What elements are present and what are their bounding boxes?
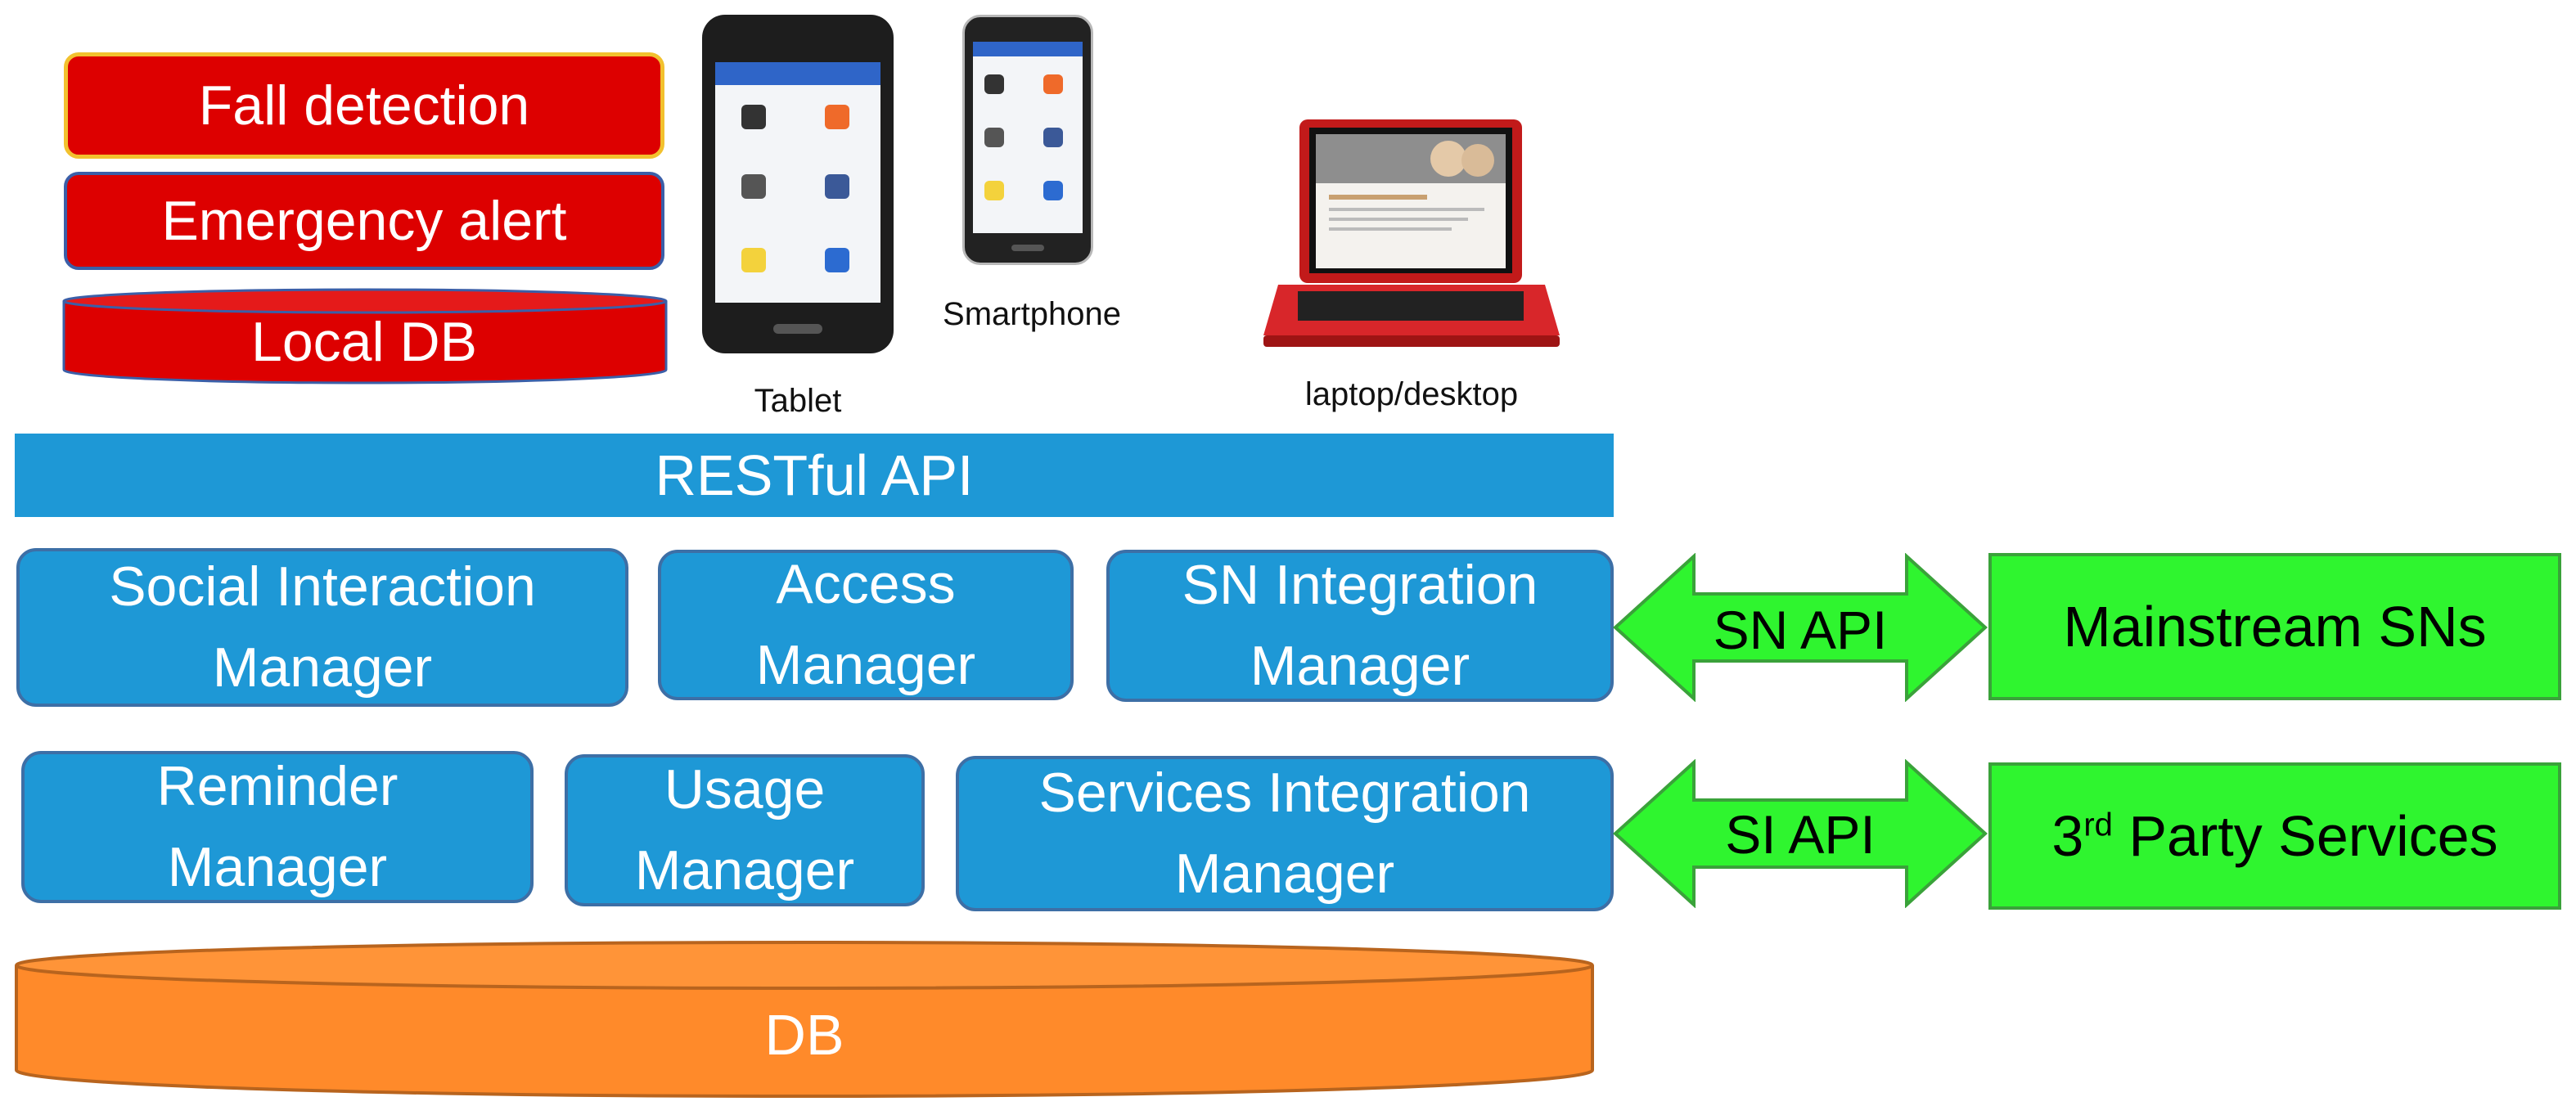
third-party-services-box: 3rd Party Services	[1988, 762, 2561, 910]
reminder-manager-label: Reminder Manager	[156, 755, 399, 898]
third-party-rest: Party Services	[2112, 804, 2498, 868]
restful-api-label: RESTful API	[655, 443, 974, 507]
sn-api-label: SN API	[1713, 600, 1888, 660]
fall-detection-box: Fall detection	[64, 52, 664, 159]
tablet-device-image	[702, 15, 894, 353]
local-db-label: Local DB	[251, 311, 477, 373]
db-cylinder	[15, 941, 1594, 1098]
laptop-label-text: laptop/desktop	[1304, 375, 1519, 412]
emergency-alert-label: Emergency alert	[161, 190, 567, 252]
third-party-prefix: 3	[2051, 804, 2084, 868]
tablet-label: Tablet	[712, 378, 884, 424]
si-api-double-arrow	[1613, 759, 1988, 908]
restful-api-bar: RESTful API	[15, 434, 1614, 517]
smartphone-label: Smartphone	[913, 291, 1151, 337]
tablet-label-text: Tablet	[754, 382, 842, 419]
social-interaction-manager-label: Social Interaction Manager	[109, 555, 536, 699]
local-db-cylinder	[62, 288, 668, 384]
fall-detection-label: Fall detection	[198, 74, 530, 137]
si-api-label: SI API	[1725, 804, 1876, 865]
sn-integration-manager-box: SN Integration Manager	[1106, 550, 1614, 702]
mainstream-sns-box: Mainstream SNs	[1988, 553, 2561, 700]
laptop-device-image	[1263, 119, 1560, 347]
services-integration-manager-box: Services Integration Manager	[956, 756, 1614, 911]
third-party-sup: rd	[2083, 807, 2113, 843]
third-party-services-label: 3rd Party Services	[2051, 803, 2497, 869]
reminder-manager-box: Reminder Manager	[21, 751, 534, 903]
social-interaction-manager-box: Social Interaction Manager	[16, 548, 628, 707]
mainstream-sns-label: Mainstream SNs	[2063, 595, 2487, 659]
smartphone-device-image	[962, 15, 1093, 265]
sn-api-double-arrow	[1613, 553, 1988, 702]
smartphone-label-text: Smartphone	[943, 295, 1121, 332]
laptop-label: laptop/desktop	[1244, 371, 1579, 417]
sn-integration-manager-label: SN Integration Manager	[1182, 554, 1538, 697]
services-integration-manager-label: Services Integration Manager	[1038, 762, 1531, 905]
usage-manager-label: Usage Manager	[634, 758, 855, 901]
db-label: DB	[764, 1003, 844, 1067]
si-api-label-wrap: SI API	[1694, 802, 1907, 867]
usage-manager-box: Usage Manager	[565, 754, 925, 906]
db-label-wrap: DB	[16, 990, 1592, 1080]
local-db-label-wrap: Local DB	[64, 304, 664, 380]
sn-api-label-wrap: SN API	[1694, 597, 1907, 663]
emergency-alert-box: Emergency alert	[64, 172, 664, 270]
access-manager-box: Access Manager	[658, 550, 1074, 700]
access-manager-label: Access Manager	[755, 553, 976, 696]
